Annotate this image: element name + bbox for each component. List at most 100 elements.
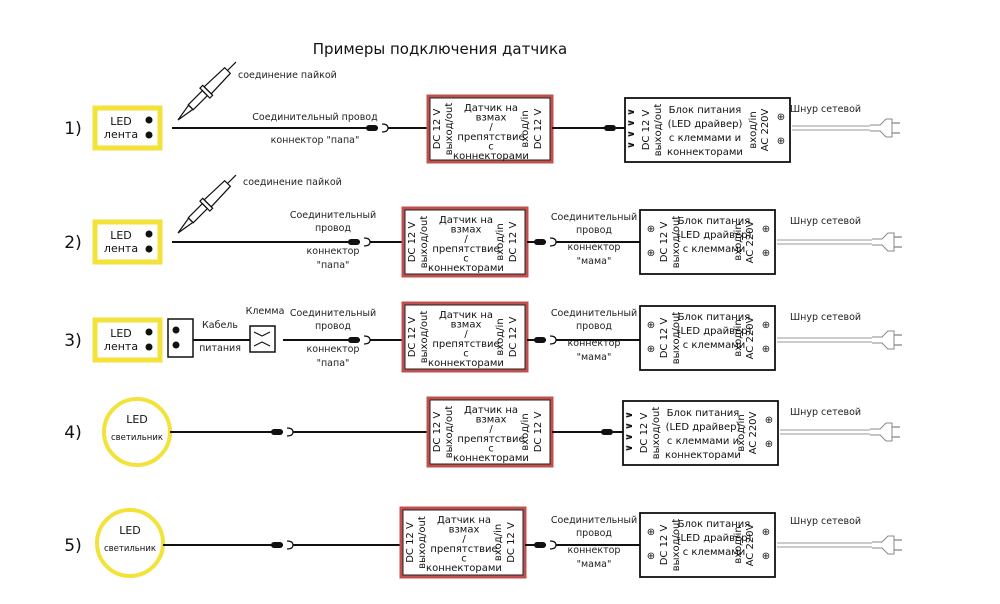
sensor-description: / (489, 424, 493, 435)
connector-label: "мама" (577, 559, 612, 570)
psu-border (622, 400, 779, 466)
psu-border (639, 512, 776, 578)
psu-input-voltage: AC 220V (760, 108, 771, 151)
psu-output-voltage: DC 12 V (659, 525, 670, 566)
sensor-description: препятствие (457, 434, 524, 445)
plug-body (872, 535, 895, 555)
sensor-description: препятствие (432, 244, 499, 255)
female-connector-icon (363, 335, 371, 345)
sensor-output-label: выход/out (444, 103, 455, 156)
male-connector-icon (534, 542, 546, 548)
psu-output-label: выход/out (671, 312, 682, 365)
sensor-input-label: вход/in (520, 110, 531, 147)
female-connector-icon (286, 427, 294, 437)
sensor-description: препятствие (432, 339, 499, 350)
terminal-contact-icon (172, 326, 180, 334)
sensor-input-voltage: DC 12 V (508, 222, 519, 263)
psu-output-label: выход/out (653, 104, 664, 157)
psu-description: (LED драйвер) (677, 230, 752, 241)
terminal-block (167, 318, 194, 358)
male-connector-icon (601, 429, 613, 435)
sensor-input-label: вход/in (493, 524, 504, 561)
iron-cable (227, 174, 237, 184)
male-connector-icon (534, 337, 546, 343)
terminal-screw-icon: ⊕ (777, 136, 785, 147)
female-connector-icon (549, 237, 557, 247)
connector-socket-icon: ∨ (624, 433, 635, 441)
sensor-output-label: выход/out (417, 516, 428, 569)
terminal-screw-icon: ⊕ (762, 320, 770, 331)
psu-output-voltage: DC 12 V (639, 413, 650, 454)
power-plug-icon (872, 232, 902, 252)
power-cord-label: Шнур сетевой (790, 216, 861, 227)
clamp-frame (249, 325, 276, 353)
contact-pad-icon (145, 131, 153, 139)
psu-description: с клеммами (683, 244, 746, 255)
cable-label: питания (199, 343, 241, 354)
psu-description: (LED драйвер) (677, 533, 752, 544)
male-connector-icon (271, 542, 283, 548)
psu-description: (LED драйвер) (677, 326, 752, 337)
connector-label: коннектор (307, 344, 360, 355)
soldering-iron-icon (177, 174, 237, 234)
led-strip-frame (92, 105, 163, 151)
sensor-description: / (464, 234, 468, 245)
sensor-description: препятствие (457, 132, 524, 143)
terminal-screw-icon: ⊕ (762, 527, 770, 538)
wire-label: Соединительный (551, 515, 637, 526)
sensor-description: / (462, 534, 466, 545)
soldering-iron-icon (177, 61, 237, 121)
psu-description: Блок питания (678, 216, 751, 227)
sensor-inner-border (404, 304, 526, 370)
sensor-description: коннекторами (428, 263, 504, 274)
led-strip-frame (92, 219, 163, 265)
sensor-outer-border (401, 206, 529, 278)
terminal-screw-icon: ⊕ (647, 551, 655, 562)
cable-label: Кабель (202, 320, 238, 331)
sensor-output-voltage: DC 12 V (407, 317, 418, 358)
psu-input-voltage: AC 220V (745, 220, 756, 263)
sensor-description: с (463, 348, 469, 359)
psu-input-label: вход/in (736, 414, 747, 451)
psu-input-voltage: AC 220V (745, 316, 756, 359)
wire-label: Соединительный (290, 308, 376, 319)
terminal-screw-icon: ⊕ (647, 320, 655, 331)
connector-label: коннектор (568, 338, 621, 349)
sensor-input-voltage: DC 12 V (508, 317, 519, 358)
iron-handle (203, 179, 232, 208)
male-connector-icon (366, 125, 378, 131)
iron-handle (203, 66, 232, 95)
sensor-description: коннекторами (453, 453, 529, 464)
diagram-title: Примеры подключения датчика (313, 40, 567, 58)
plug-body (872, 232, 895, 252)
power-plug-icon (872, 535, 902, 555)
psu-border (639, 305, 776, 371)
contact-pad-icon (145, 245, 153, 253)
psu-output-label: выход/out (671, 216, 682, 269)
wire-label: Соединительный (551, 212, 637, 223)
led-strip-frame (92, 317, 163, 363)
sensor-description: Датчик на (464, 103, 518, 114)
connector-label: коннектор (307, 246, 360, 257)
power-plug-icon (870, 422, 900, 442)
sensor-description: взмах (451, 225, 482, 236)
sensor-description: коннекторами (426, 563, 502, 574)
sensor-description: Датчик на (437, 515, 491, 526)
sensor-description: с (488, 443, 494, 454)
terminal-screw-icon: ⊕ (762, 248, 770, 259)
male-connector-icon (604, 125, 616, 131)
psu-input-label: вход/in (733, 526, 744, 563)
sensor-description: препятствие (430, 544, 497, 555)
connector-socket-icon: ∨ (626, 108, 637, 116)
clamp-label: Клемма (246, 306, 285, 317)
led-strip-label: LED (110, 327, 132, 340)
sensor-output-voltage: DC 12 V (407, 222, 418, 263)
led-lamp-label: светильник (111, 433, 163, 443)
terminal-screw-icon: ⊕ (762, 344, 770, 355)
